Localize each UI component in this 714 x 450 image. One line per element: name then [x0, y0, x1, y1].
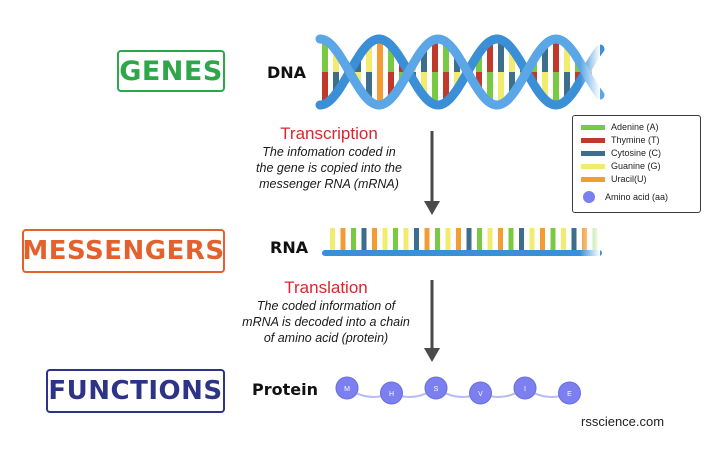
site-credit: rsscience.com — [581, 414, 665, 429]
dna-base-pair-top — [487, 41, 493, 72]
rna-base — [351, 228, 356, 252]
adenine-swatch — [581, 124, 605, 130]
protein-label: Protein — [252, 380, 318, 399]
translation-title: Translation — [284, 278, 368, 297]
dna-base-pair-top — [498, 39, 504, 72]
dna-base-pair-bottom — [454, 72, 460, 90]
legend-item-thymine: Thymine (T) — [581, 135, 660, 145]
translation-description: The coded information of mRNA is decoded… — [228, 298, 424, 346]
nucleotide-legend: Adenine (A) Thymine (T) Cytosine (C) Gua… — [572, 115, 701, 213]
amino-acid-letter: S — [434, 386, 439, 393]
amino-acid-bead: V — [469, 381, 492, 405]
rna-base — [382, 228, 388, 252]
rna-base — [424, 228, 430, 252]
dna-base-pair-top — [322, 40, 328, 72]
translation-desc-line: mRNA is decoded into a chain — [242, 315, 410, 329]
rna-base — [393, 228, 398, 252]
transcription-title: Transcription — [280, 124, 378, 143]
transcription-step: Transcription The infomation coded in th… — [238, 124, 420, 192]
dna-base-pair-top — [421, 47, 427, 72]
functions-stage-label: FUNCTIONS — [48, 376, 223, 406]
dna-base-pair-top — [366, 43, 372, 72]
genes-stage-label: GENES — [119, 55, 223, 87]
dna-base-pair-top — [377, 39, 383, 72]
cytosine-swatch — [581, 150, 605, 156]
dna-base-pair-bottom — [366, 72, 372, 101]
rna-base — [361, 228, 367, 252]
legend-item-cytosine: Cytosine (C) — [581, 148, 661, 158]
legend-label: Adenine (A) — [611, 122, 659, 132]
dna-base-pair-top — [509, 48, 515, 72]
rna-base — [403, 228, 409, 252]
dna-base-pair-bottom — [487, 72, 493, 103]
uracil-swatch — [581, 176, 605, 182]
transcription-desc-line: messenger RNA (mRNA) — [259, 177, 399, 191]
rna-base — [487, 228, 493, 252]
rna-base — [477, 228, 482, 252]
legend-label: Uracil(U) — [611, 174, 647, 184]
legend-item-adenine: Adenine (A) — [581, 122, 659, 132]
legend-item-guanine: Guanine (G) — [581, 161, 661, 171]
rna-base — [372, 228, 377, 252]
translation-desc-line: The coded information of — [256, 299, 396, 313]
dna-base-pair-top — [454, 54, 460, 72]
amino-acid-dot-icon — [583, 191, 595, 203]
dna-base-pair-bottom — [476, 72, 482, 91]
translation-step: Translation The coded information of mRN… — [228, 278, 424, 346]
rna-base — [330, 228, 335, 252]
thymine-swatch — [581, 137, 605, 143]
dna-base-pair-top — [443, 41, 449, 72]
dna-base-pair-top — [432, 39, 438, 72]
legend-item-amino-acid: Amino acid (aa) — [583, 191, 668, 203]
rna-base — [456, 228, 461, 252]
transcription-desc-line: the gene is copied into the — [256, 161, 402, 175]
amino-acid-letter: M — [344, 386, 350, 393]
dna-base-pair-bottom — [388, 72, 394, 99]
rna-base — [445, 228, 451, 252]
dna-base-pair-top — [388, 45, 394, 72]
amino-acid-bead: S — [424, 376, 448, 400]
rna-base — [508, 228, 514, 252]
rna-base — [498, 228, 503, 252]
dna-base-pair-top — [333, 50, 339, 72]
translation-desc-line: of amino acid (protein) — [263, 331, 389, 345]
rna-base — [435, 228, 440, 252]
dna-base-pair-bottom — [421, 72, 427, 97]
transcription-desc-line: The infomation coded in — [262, 145, 396, 159]
dna-base-pair-bottom — [322, 72, 328, 104]
rna-base — [340, 228, 346, 252]
dna-base-pair-bottom — [377, 72, 383, 105]
dna-base-pair-bottom — [443, 72, 449, 103]
dna-label: DNA — [267, 63, 307, 82]
rna-label: RNA — [270, 238, 309, 257]
amino-acid-bead: H — [380, 381, 403, 405]
genes-stage-box: GENES — [117, 50, 225, 92]
dna-base-pair-top — [476, 53, 482, 72]
dna-base-pair-bottom — [333, 72, 339, 94]
functions-stage-box: FUNCTIONS — [46, 369, 225, 413]
legend-item-uracil: Uracil(U) — [581, 174, 647, 184]
messengers-stage-label: MESSENGERS — [22, 236, 225, 266]
dna-base-pair-bottom — [432, 72, 438, 105]
dna-base-pair-bottom — [509, 72, 515, 96]
messengers-stage-box: MESSENGERS — [22, 229, 225, 273]
legend-label: Thymine (T) — [611, 135, 660, 145]
legend-label: Guanine (G) — [611, 161, 661, 171]
translation-arrow — [424, 280, 440, 362]
amino-acid-letter: H — [389, 391, 394, 398]
legend-label: Cytosine (C) — [611, 148, 662, 158]
transcription-arrow — [424, 131, 440, 215]
transcription-description: The infomation coded in the gene is copi… — [238, 144, 420, 192]
amino-acid-letter: V — [478, 391, 483, 398]
guanine-swatch — [581, 163, 605, 169]
dna-base-pair-bottom — [498, 72, 504, 105]
legend-label: Amino acid (aa) — [605, 192, 669, 202]
rna-base — [414, 228, 419, 252]
amino-acid-bead: M — [335, 376, 359, 400]
rna-base — [466, 228, 472, 252]
